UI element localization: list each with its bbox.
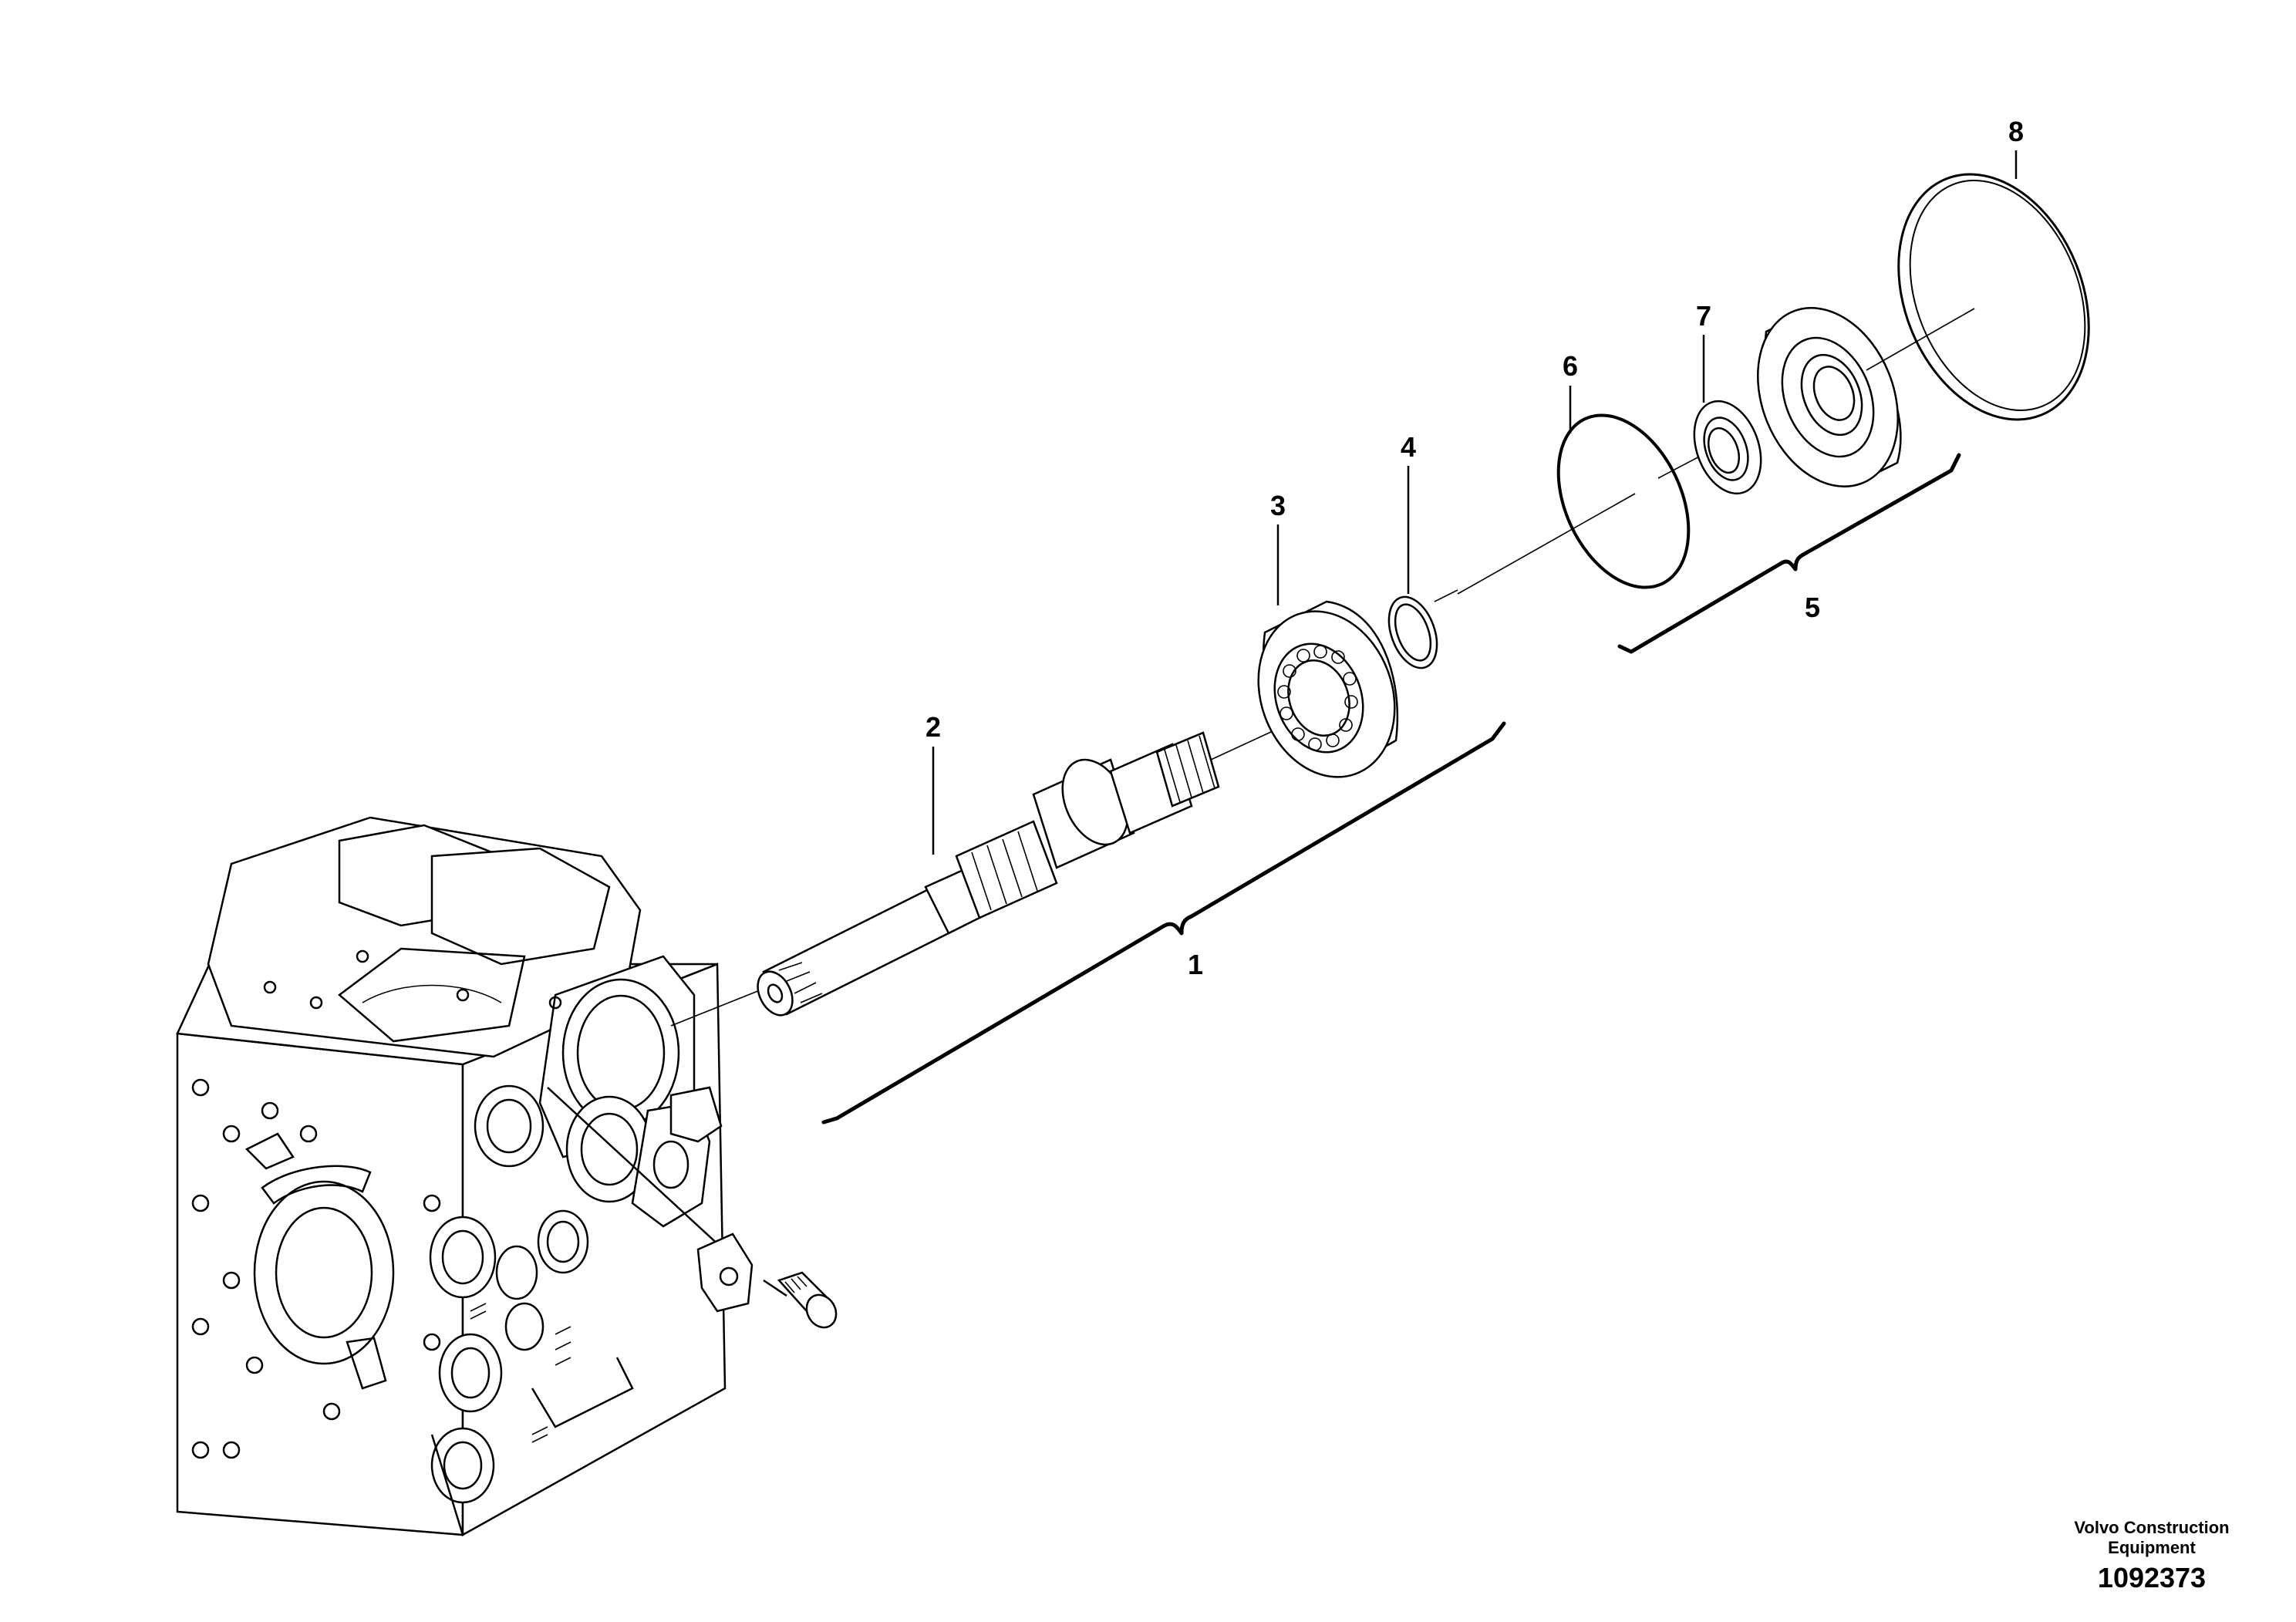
- group-brace-5: [1617, 453, 1961, 654]
- bearing: [1257, 600, 1399, 778]
- leader-lines: [932, 150, 2018, 855]
- company-name-line2: Equipment: [2108, 1538, 2196, 1557]
- shaft: [670, 713, 1312, 1027]
- axis-line-upper: [1457, 493, 1636, 595]
- clamp-bracket: [547, 1087, 754, 1313]
- callout-1: 1: [1188, 949, 1203, 980]
- o-ring-6: [1556, 413, 1691, 589]
- callout-4: 4: [1401, 431, 1416, 463]
- callout-2: 2: [925, 711, 941, 743]
- callout-3: 3: [1270, 490, 1286, 521]
- company-name-line1: Volvo Construction: [2074, 1518, 2230, 1537]
- seal-cover: [1757, 307, 1902, 487]
- axis-line-to-ring: [1866, 308, 1975, 371]
- snap-ring: [1387, 589, 1458, 669]
- callout-7: 7: [1696, 300, 1711, 332]
- callout-6: 6: [1563, 350, 1578, 382]
- group-brace-1: [821, 721, 1506, 1125]
- callout-8: 8: [2008, 116, 2024, 147]
- retaining-ring: [1897, 173, 2090, 421]
- drawing-number: 1092373: [2097, 1562, 2207, 1593]
- pump-housing: [176, 816, 727, 1537]
- drawing-title-block: Volvo Construction Equipment 1092373: [2005, 1518, 2296, 1595]
- callout-5: 5: [1805, 592, 1820, 623]
- shaft-seal: [1693, 400, 1762, 495]
- cap-screw: [763, 1271, 838, 1329]
